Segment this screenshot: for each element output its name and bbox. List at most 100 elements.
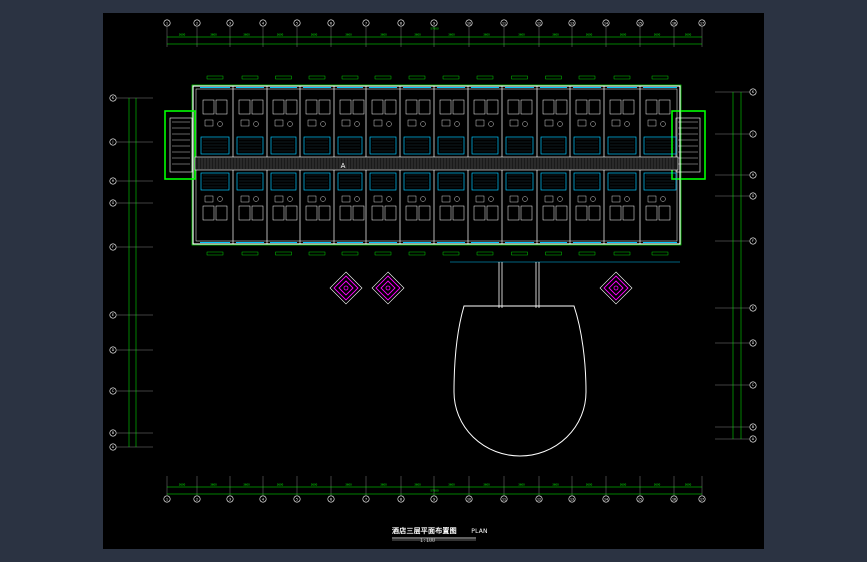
chair xyxy=(557,196,563,202)
chair xyxy=(522,121,528,127)
grid-bubble xyxy=(109,199,117,207)
grid-bubble xyxy=(362,495,370,503)
grid-label: 4 xyxy=(262,498,264,502)
desk xyxy=(441,195,451,203)
grid-bubble xyxy=(568,19,576,27)
grid-bubble xyxy=(749,435,757,443)
dimension-text: 3600 xyxy=(210,33,217,37)
room-tag xyxy=(308,251,326,256)
decor-tile-icon xyxy=(371,271,405,305)
grid-label: F xyxy=(112,245,114,249)
bed xyxy=(658,99,671,115)
bathroom-north xyxy=(403,136,431,155)
desk xyxy=(204,195,214,203)
decor-diamond-core xyxy=(608,280,624,296)
bed xyxy=(305,205,318,221)
desk xyxy=(341,119,351,127)
chair xyxy=(217,196,223,202)
grid-label: G xyxy=(112,201,115,205)
grid-bubble xyxy=(465,495,473,503)
bed xyxy=(555,99,568,115)
dimension-text: 3600 xyxy=(483,33,490,37)
dimension-text: 3600 xyxy=(311,33,318,37)
chair xyxy=(660,196,666,202)
bathroom-north xyxy=(369,136,397,155)
grid-bubble xyxy=(193,495,201,503)
chair xyxy=(624,121,630,127)
dimension-text: 3600 xyxy=(685,483,692,487)
bed xyxy=(418,99,431,115)
decor-tile-icon xyxy=(329,271,363,305)
grid-label: 16 xyxy=(672,22,676,26)
chair xyxy=(320,196,326,202)
room-tag xyxy=(341,75,359,80)
grid-bubble xyxy=(109,443,117,451)
grid-bubble xyxy=(293,19,301,27)
chair xyxy=(420,121,426,127)
grid-bubble xyxy=(500,495,508,503)
grid-bubble xyxy=(602,495,610,503)
dimension-text: 3600 xyxy=(311,483,318,487)
grid-label: 13 xyxy=(570,498,574,502)
room-tag xyxy=(374,251,392,256)
grid-label: 10 xyxy=(467,22,471,26)
bed xyxy=(272,205,285,221)
grid-label: 6 xyxy=(330,22,332,26)
grid-label: 6 xyxy=(330,498,332,502)
bed xyxy=(215,99,228,115)
grid-label: 11 xyxy=(502,498,506,502)
grid-label: J xyxy=(112,140,114,144)
bathroom-north xyxy=(437,136,465,155)
dimension-text: 3600 xyxy=(586,33,593,37)
bed xyxy=(588,205,601,221)
bed xyxy=(542,205,555,221)
sheet-title-suffix: PLAN xyxy=(471,528,488,535)
grid-bubble xyxy=(430,19,438,27)
grid-label: B xyxy=(752,425,754,429)
grid-bubble xyxy=(259,19,267,27)
grid-bubble xyxy=(749,339,757,347)
bed xyxy=(507,99,520,115)
chair xyxy=(454,196,460,202)
grid-label: 9 xyxy=(433,22,435,26)
decor-center xyxy=(343,285,349,291)
desk xyxy=(307,119,317,127)
chair xyxy=(217,121,223,127)
desk xyxy=(274,195,284,203)
bathroom-south xyxy=(471,172,499,191)
room-tag xyxy=(408,251,426,256)
desk xyxy=(274,119,284,127)
grid-label: G xyxy=(752,194,755,198)
chair xyxy=(386,196,392,202)
grid-bubble xyxy=(109,387,117,395)
grid-bubble xyxy=(749,304,757,312)
room-tag xyxy=(578,251,596,256)
grid-bubble xyxy=(226,495,234,503)
desk xyxy=(407,119,417,127)
bed xyxy=(318,99,331,115)
desk xyxy=(509,119,519,127)
grid-label: 5 xyxy=(296,22,298,26)
chair xyxy=(253,196,259,202)
grid-label: J xyxy=(752,132,754,136)
bed xyxy=(339,99,352,115)
desk xyxy=(647,195,657,203)
dimension-text: 3600 xyxy=(483,483,490,487)
bed xyxy=(439,99,452,115)
stair-left xyxy=(169,117,193,173)
bed xyxy=(202,99,215,115)
grid-bubble xyxy=(698,19,706,27)
bathroom-south xyxy=(200,172,230,191)
decor-diamond-core xyxy=(380,280,396,296)
grid-bubble xyxy=(749,171,757,179)
grid-label: 7 xyxy=(365,498,367,502)
grid-bubble xyxy=(535,495,543,503)
chair xyxy=(488,196,494,202)
chair xyxy=(624,196,630,202)
grid-label: 12 xyxy=(537,498,541,502)
room-tag xyxy=(241,251,259,256)
bathroom-south xyxy=(303,172,331,191)
bed xyxy=(507,205,520,221)
bed xyxy=(215,205,228,221)
